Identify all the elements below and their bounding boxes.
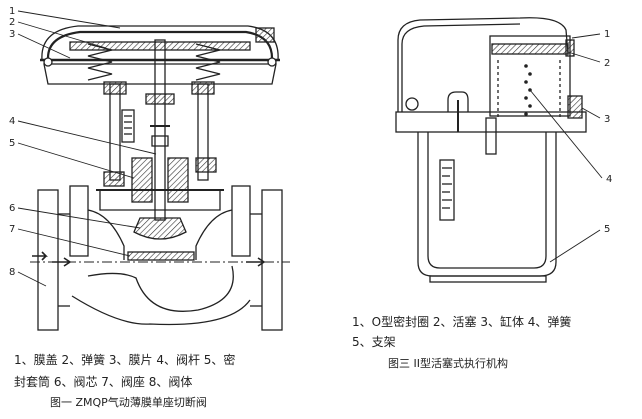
flange-bolt-left — [43, 57, 53, 67]
spring-right — [195, 43, 221, 81]
figure3-callouts: 1 2 3 4 5 — [604, 29, 612, 235]
body-lower-curve — [87, 265, 234, 312]
callout-2: 2 — [604, 58, 610, 69]
cylinder-cap — [397, 17, 569, 112]
piston-actuator-drawing — [395, 17, 603, 283]
valve-plug — [133, 217, 187, 240]
figure3-caption: 图三 II型活塞式执行机构 — [388, 357, 508, 370]
flange-left — [37, 189, 59, 331]
callout-8: 8 — [9, 267, 15, 278]
mounting-plate — [395, 111, 587, 133]
seal-sleeve-right — [167, 157, 189, 203]
cylinder-body — [489, 35, 571, 117]
figure3-legend-line1: 1、O型密封圈 2、活塞 3、缸体 4、弹簧 — [352, 315, 572, 329]
o-ring — [565, 39, 575, 57]
piston — [491, 43, 569, 55]
cover-bolt-block — [255, 27, 275, 43]
callout-4: 4 — [9, 116, 15, 127]
callout-7: 7 — [9, 224, 15, 235]
piston-spring — [524, 64, 532, 116]
callout-5: 5 — [604, 224, 610, 235]
figure1-caption: 图一 ZMQP气动薄膜单座切断阀 — [50, 396, 207, 409]
flange-right — [261, 189, 283, 331]
callout-3: 3 — [9, 29, 15, 40]
callout-2: 2 — [9, 17, 15, 28]
figure1-legend-line2: 封套筒 6、阀芯 7、阀座 8、阀体 — [14, 375, 193, 389]
callout-3: 3 — [604, 114, 610, 125]
diaphragm-cover — [41, 25, 279, 61]
stem-bolt — [447, 91, 469, 112]
valve-stem — [154, 39, 166, 221]
figure1-callouts: 1 2 3 4 5 6 7 8 — [9, 6, 15, 278]
callout-1: 1 — [9, 6, 15, 17]
callout-1: 1 — [604, 29, 610, 40]
diaphragm-valve-drawing — [17, 10, 290, 331]
seal-sleeve-left — [131, 157, 153, 203]
flange-bolt-right — [267, 57, 277, 67]
callout-5: 5 — [9, 138, 15, 149]
scale-plate — [439, 159, 455, 221]
yoke-column-left — [109, 83, 121, 181]
callout-4: 4 — [606, 174, 612, 185]
spring-left — [87, 43, 113, 81]
flow-arrow-out — [246, 257, 266, 267]
cylinder-wall — [567, 95, 583, 119]
figure1-legend-line1: 1、膜盖 2、弹簧 3、膜片 4、阀杆 5、密 — [14, 353, 236, 367]
stem-connector — [145, 93, 175, 105]
callout-6: 6 — [9, 203, 15, 214]
plate-bolt-left — [405, 97, 419, 111]
diaphragm-plate — [69, 41, 251, 51]
body-inner-left — [87, 209, 125, 260]
flow-arrow-in — [32, 251, 48, 261]
figure3-legend-line2: 5、支架 — [352, 335, 396, 349]
valve-seat — [127, 251, 195, 261]
